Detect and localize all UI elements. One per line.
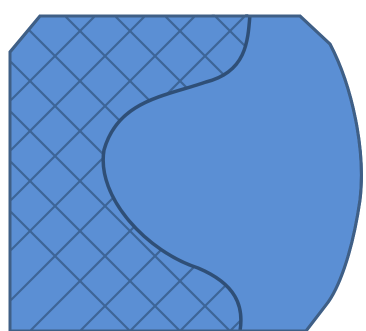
hatched-shape-figure xyxy=(0,0,366,331)
